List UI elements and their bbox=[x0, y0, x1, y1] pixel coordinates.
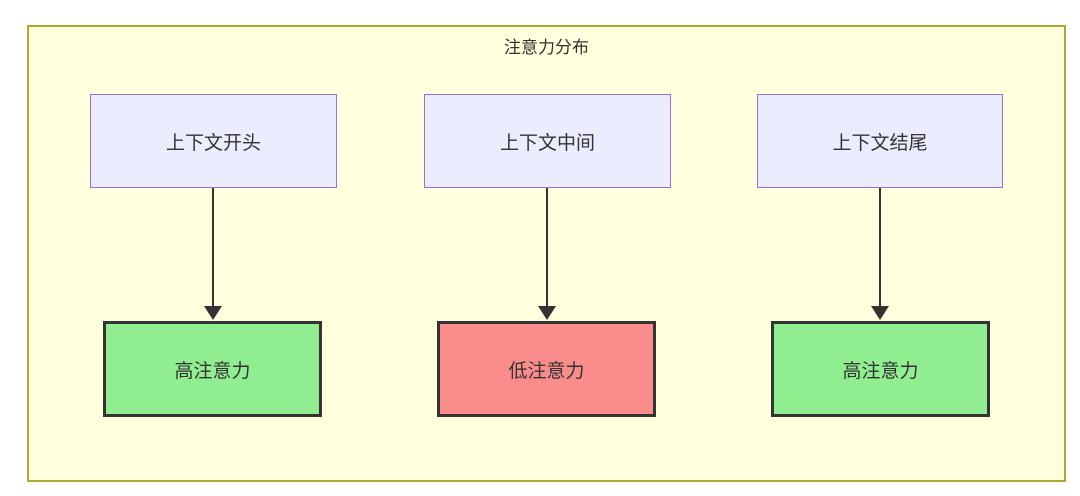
node-high-attention-left-label: 高注意力 bbox=[174, 360, 251, 382]
node-high-attention-right-label: 高注意力 bbox=[842, 360, 919, 382]
node-high-attention-right: 高注意力 bbox=[771, 321, 990, 417]
node-context-middle-label: 上下文中间 bbox=[499, 132, 595, 154]
flow-arrow-line-right bbox=[879, 188, 881, 308]
node-context-start: 上下文开头 bbox=[90, 94, 337, 188]
diagram-title: 注意力分布 bbox=[504, 38, 589, 57]
arrowhead-icon bbox=[538, 306, 556, 320]
node-context-end-label: 上下文结尾 bbox=[832, 132, 928, 154]
node-high-attention-left: 高注意力 bbox=[103, 321, 322, 417]
node-low-attention-label: 低注意力 bbox=[508, 360, 585, 382]
flow-arrow-line-left bbox=[212, 188, 214, 308]
flow-arrow-line-middle bbox=[546, 188, 548, 308]
node-context-middle: 上下文中间 bbox=[424, 94, 671, 188]
node-context-start-label: 上下文开头 bbox=[165, 132, 261, 154]
node-low-attention: 低注意力 bbox=[437, 321, 656, 417]
arrowhead-icon bbox=[871, 306, 889, 320]
node-context-end: 上下文结尾 bbox=[757, 94, 1003, 188]
arrowhead-icon bbox=[204, 306, 222, 320]
